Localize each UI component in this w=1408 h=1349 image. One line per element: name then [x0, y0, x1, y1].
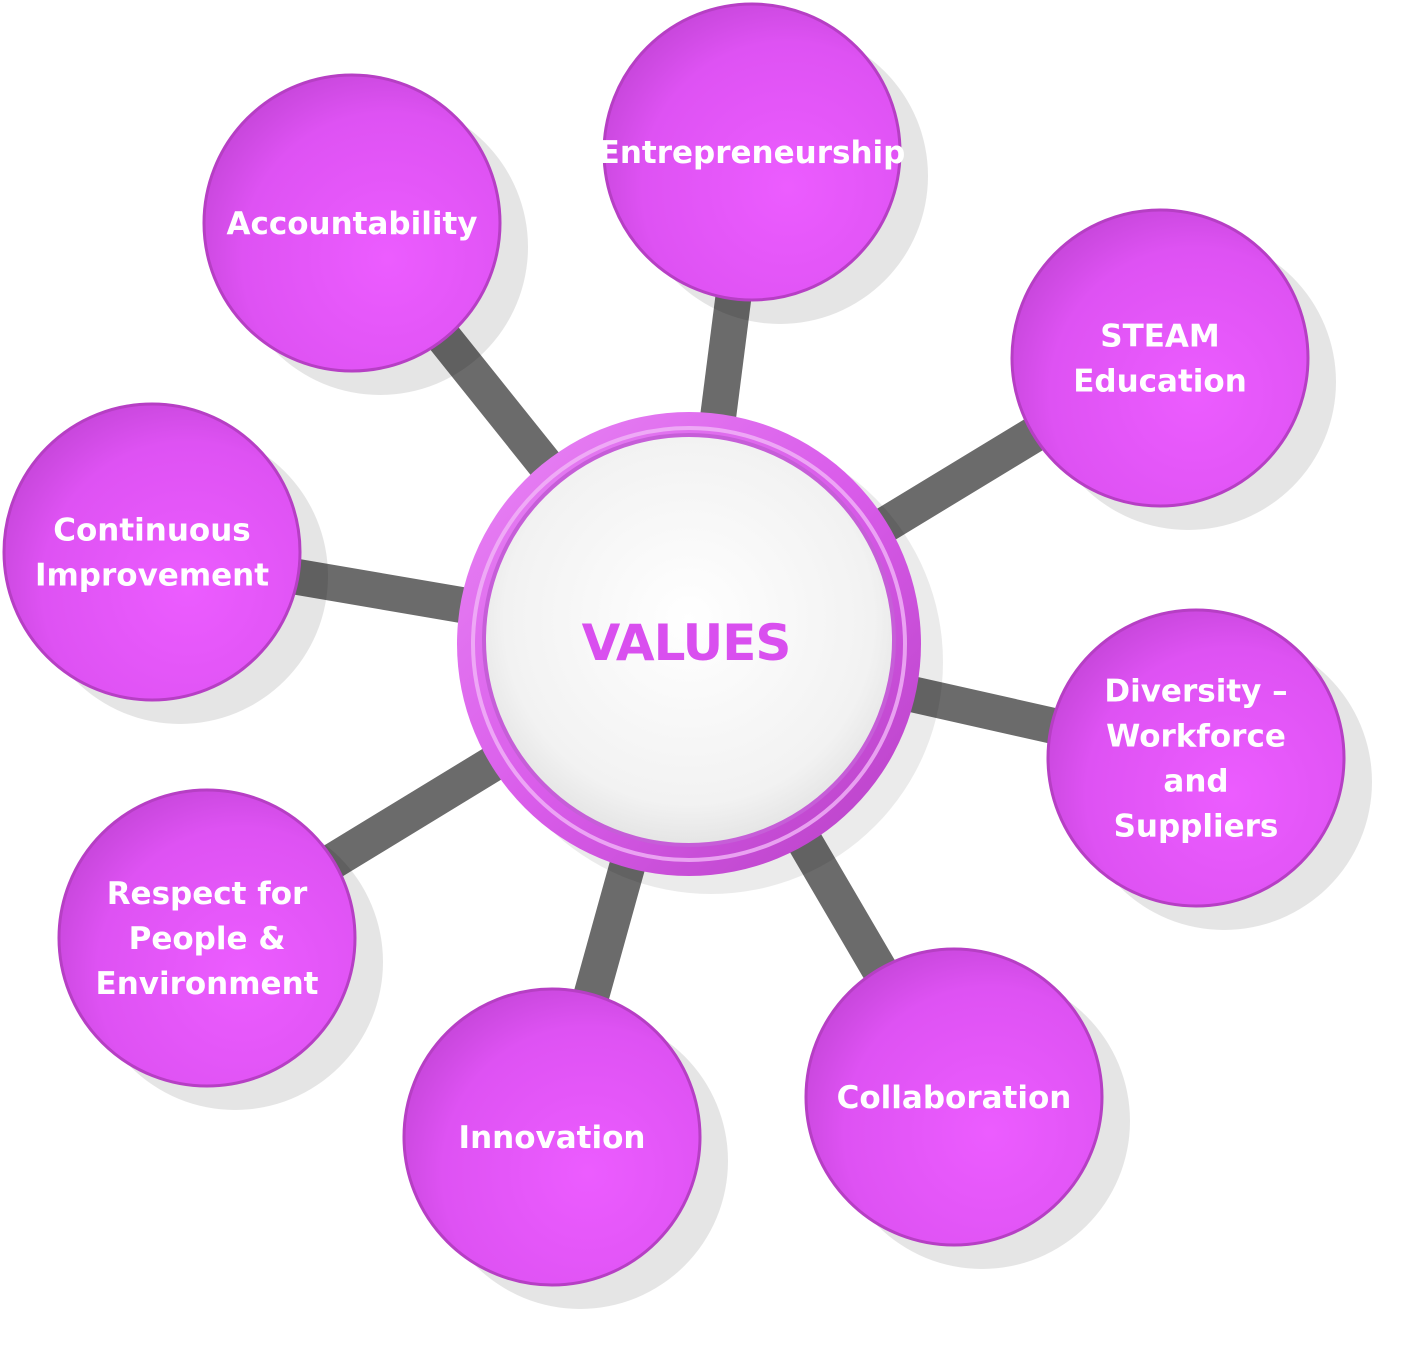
node-label: Environment — [96, 966, 319, 1002]
node-label: and — [1163, 764, 1228, 800]
node-circle — [57, 788, 357, 1088]
node-circle — [402, 987, 702, 1287]
node-label: Improvement — [35, 558, 269, 594]
node-label: Collaboration — [837, 1080, 1072, 1116]
node-circle — [602, 2, 902, 302]
node-circle — [202, 73, 502, 373]
node-label: People & — [129, 921, 286, 957]
node-label: Education — [1073, 364, 1247, 400]
center-circle — [482, 433, 896, 847]
node-label: Innovation — [459, 1120, 646, 1156]
node-circle — [1010, 208, 1310, 508]
node-label: Continuous — [53, 513, 251, 549]
node-label: Workforce — [1106, 719, 1286, 755]
node-innovation: Innovation — [402, 987, 728, 1309]
node-circle — [804, 947, 1104, 1247]
node-collaboration: Collaboration — [804, 947, 1130, 1269]
node-circle — [1046, 608, 1346, 908]
node-label: Entrepreneurship — [599, 135, 906, 171]
node-steam-education: STEAM Education — [1010, 208, 1336, 530]
node-accountability: Accountability — [202, 73, 528, 395]
node-circle — [2, 402, 302, 702]
center-hub: VALUES — [457, 412, 943, 894]
center-label: VALUES — [582, 614, 791, 672]
node-label: Suppliers — [1114, 809, 1279, 845]
node-label: Respect for — [107, 876, 308, 912]
node-label: STEAM — [1100, 319, 1220, 355]
node-label: Accountability — [226, 206, 477, 242]
node-label: Diversity – — [1104, 674, 1287, 710]
node-entrepreneurship: Entrepreneurship — [599, 2, 928, 324]
